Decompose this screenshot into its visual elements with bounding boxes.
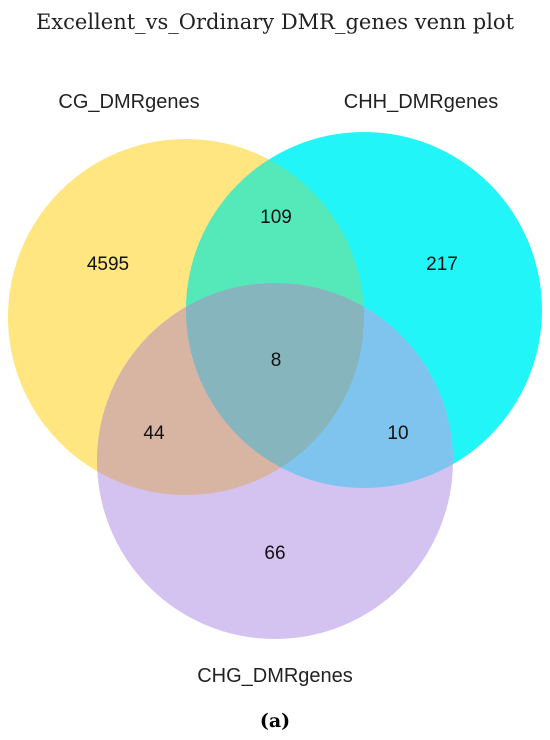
count-cg-only: 4595 (87, 254, 129, 275)
set-label-cg: CG_DMRgenes (58, 91, 199, 113)
count-chg-only: 66 (264, 543, 285, 564)
set-label-chh: CHH_DMRgenes (344, 91, 499, 113)
count-chh-only: 217 (426, 254, 458, 275)
figure-caption: (a) (260, 710, 290, 732)
count-cg-chg: 44 (143, 423, 165, 444)
diagram-title: Excellent_vs_Ordinary DMR_genes venn plo… (36, 10, 515, 34)
count-cg-chh: 109 (260, 207, 292, 228)
set-label-chg: CHG_DMRgenes (197, 665, 353, 687)
count-all-three: 8 (271, 350, 282, 371)
overlap-all-three (186, 283, 364, 488)
count-chh-chg: 10 (387, 423, 408, 444)
